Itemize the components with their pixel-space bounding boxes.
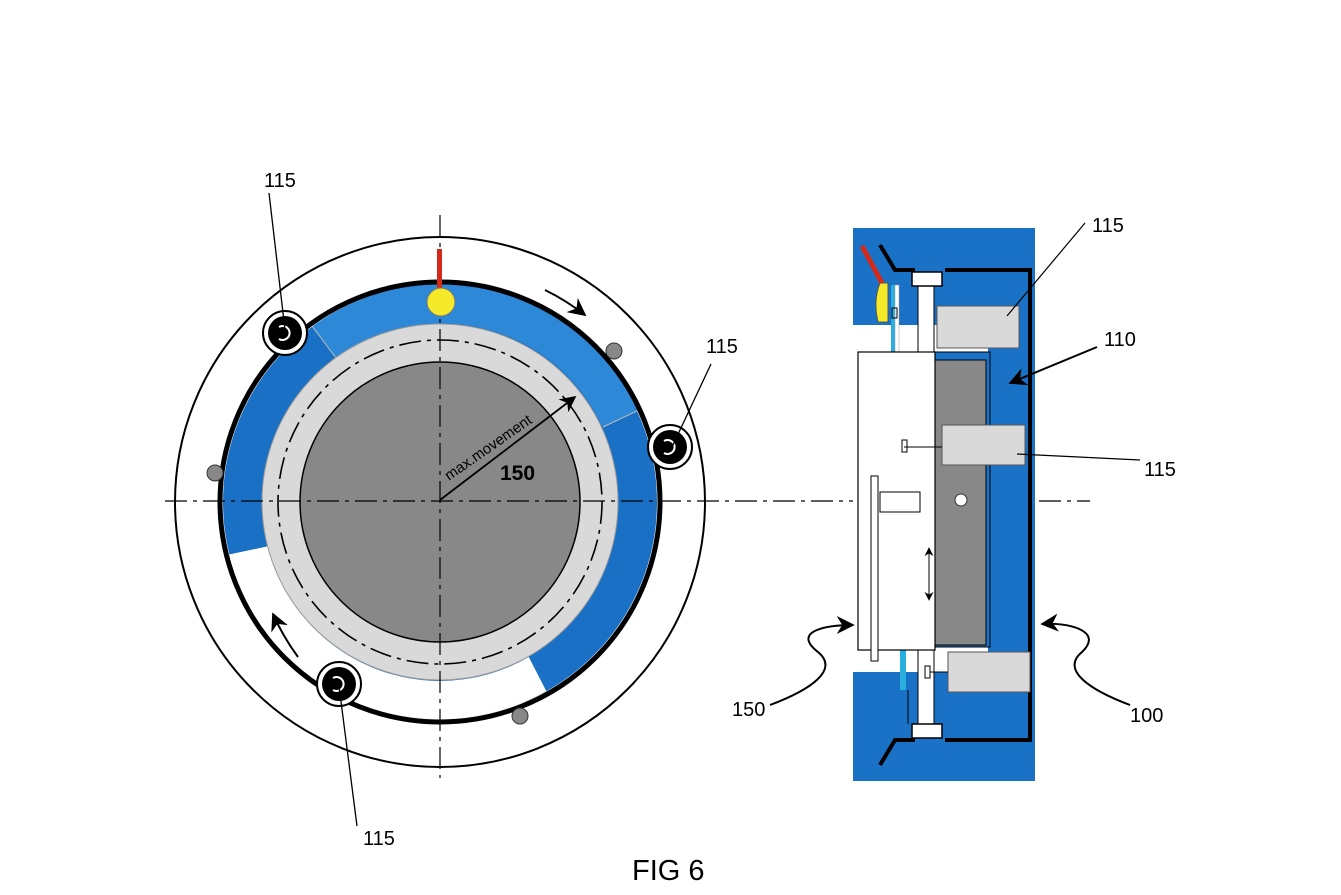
pin xyxy=(207,465,223,481)
side-roller-label-top: 115 xyxy=(1092,215,1124,237)
side-roller-label-middle: 115 xyxy=(1144,459,1176,481)
roller-block-top xyxy=(937,306,1019,348)
roller-block-bottom xyxy=(948,652,1030,692)
roller-top-left xyxy=(263,311,307,355)
leader-line xyxy=(1017,454,1140,460)
guide-top-cap xyxy=(912,272,942,286)
pin xyxy=(512,708,528,724)
roller-block-middle xyxy=(942,425,1025,465)
pin xyxy=(606,343,622,359)
center-part-label: 150 xyxy=(500,462,535,485)
pivot-hole xyxy=(955,494,967,506)
figure-caption: FIG 6 xyxy=(632,855,705,887)
roller-label-top-left: 115 xyxy=(264,170,296,192)
roller-label-bottom-left: 115 xyxy=(363,828,395,850)
wavy-leader-150 xyxy=(770,625,853,705)
part-label: 150 xyxy=(732,699,765,721)
roller-bottom-left xyxy=(317,662,361,706)
roller-right xyxy=(648,425,692,469)
part-hub xyxy=(880,492,920,512)
part-flange xyxy=(871,476,878,661)
red-pointer xyxy=(437,249,442,289)
frame-label: 100 xyxy=(1130,705,1163,727)
yellow-marker xyxy=(427,288,455,316)
yellow-marker-side xyxy=(876,283,888,322)
side-view: 115 110 115 150 100 xyxy=(732,215,1176,781)
housing-label: 110 xyxy=(1104,329,1136,351)
guide-bottom-cap xyxy=(912,724,942,738)
roller-label-right: 115 xyxy=(706,336,738,358)
wavy-leader-100 xyxy=(1042,624,1130,705)
